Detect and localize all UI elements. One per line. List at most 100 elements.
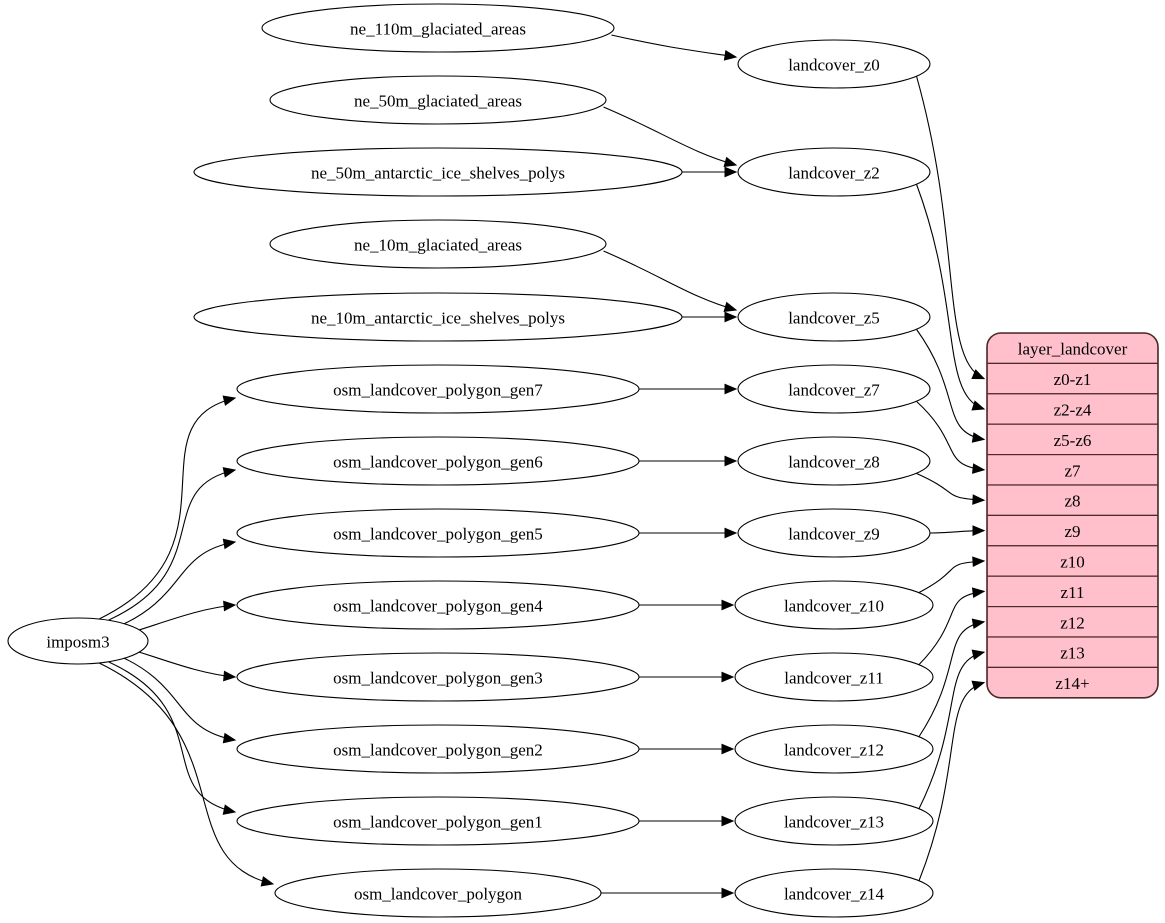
table-row-rect-z9[interactable] bbox=[987, 514, 1158, 547]
node-landcover_z10[interactable]: landcover_z10 bbox=[734, 580, 934, 630]
node-osm_landcover_polygon_gen6[interactable]: osm_landcover_polygon_gen6 bbox=[236, 436, 640, 486]
table-row-z11[interactable]: z11 bbox=[987, 575, 1158, 608]
node-ellipse-ne_10m_glaciated_areas[interactable] bbox=[269, 219, 607, 269]
node-ne_10m_glaciated_areas[interactable]: ne_10m_glaciated_areas bbox=[269, 219, 607, 269]
nodes-layer: imposm3 ne_110m_glaciated_areas ne_50m_gla… bbox=[7, 3, 934, 918]
table-row-rect-z14+[interactable] bbox=[987, 666, 1158, 698]
table-row-z5-z6[interactable]: z5-z6 bbox=[987, 423, 1158, 456]
table-header-cell[interactable]: layer_landcover bbox=[987, 333, 1158, 364]
node-landcover_z14[interactable]: landcover_z14 bbox=[734, 868, 934, 918]
table-row-label-z9: z9 bbox=[1064, 522, 1080, 541]
node-ellipse-landcover_z10[interactable] bbox=[734, 580, 934, 630]
node-osm_landcover_polygon_gen3[interactable]: osm_landcover_polygon_gen3 bbox=[236, 652, 640, 702]
node-ne_10m_antarctic_ice_shelves_polys[interactable]: ne_10m_antarctic_ice_shelves_polys bbox=[193, 292, 683, 342]
node-label-landcover_z14: landcover_z14 bbox=[784, 885, 885, 904]
node-label-osm_landcover_polygon_gen1: osm_landcover_polygon_gen1 bbox=[333, 813, 543, 832]
table-row-rect-z11[interactable] bbox=[987, 575, 1158, 608]
edge-arrowhead bbox=[971, 618, 986, 630]
node-ellipse-landcover_z9[interactable] bbox=[737, 508, 931, 558]
node-osm_landcover_polygon_gen7[interactable]: osm_landcover_polygon_gen7 bbox=[236, 364, 640, 414]
edge-arrowhead bbox=[724, 383, 738, 395]
node-landcover_z12[interactable]: landcover_z12 bbox=[734, 724, 934, 774]
node-osm_landcover_polygon_gen4[interactable]: osm_landcover_polygon_gen4 bbox=[236, 580, 640, 630]
node-label-landcover_z11: landcover_z11 bbox=[784, 669, 883, 688]
table-row-z2-z4[interactable]: z2-z4 bbox=[987, 393, 1158, 425]
node-label-osm_landcover_polygon: osm_landcover_polygon bbox=[354, 885, 523, 904]
node-ellipse-osm_landcover_polygon_gen3[interactable] bbox=[236, 652, 640, 702]
node-ellipse-osm_landcover_polygon[interactable] bbox=[274, 868, 602, 918]
node-ellipse-osm_landcover_polygon_gen2[interactable] bbox=[236, 724, 640, 774]
node-label-ne_10m_glaciated_areas: ne_10m_glaciated_areas bbox=[354, 236, 522, 255]
edge-arrowhead bbox=[222, 395, 237, 406]
node-ellipse-osm_landcover_polygon_gen7[interactable] bbox=[236, 364, 640, 414]
table-row-z10[interactable]: z10 bbox=[987, 545, 1158, 577]
node-ellipse-landcover_z13[interactable] bbox=[734, 796, 934, 846]
node-ne_50m_glaciated_areas[interactable]: ne_50m_glaciated_areas bbox=[269, 75, 607, 125]
node-ellipse-landcover_z8[interactable] bbox=[737, 436, 931, 486]
node-label-landcover_z12: landcover_z12 bbox=[784, 741, 884, 760]
edge-arrowhead bbox=[721, 599, 735, 611]
table-row-rect-z13[interactable] bbox=[987, 636, 1158, 668]
node-imposm3[interactable]: imposm3 bbox=[7, 617, 149, 665]
node-landcover_z9[interactable]: landcover_z9 bbox=[737, 508, 931, 558]
node-ellipse-ne_110m_glaciated_areas[interactable] bbox=[261, 3, 615, 53]
node-label-osm_landcover_polygon_gen7: osm_landcover_polygon_gen7 bbox=[333, 381, 543, 400]
node-ne_50m_antarctic_ice_shelves_polys[interactable]: ne_50m_antarctic_ice_shelves_polys bbox=[193, 147, 683, 197]
node-ellipse-landcover_z14[interactable] bbox=[734, 868, 934, 918]
node-ellipse-landcover_z0[interactable] bbox=[737, 39, 931, 89]
edge-arrowhead bbox=[724, 166, 738, 178]
edge-arrowhead bbox=[222, 804, 237, 815]
edge-arrowhead bbox=[971, 463, 986, 474]
node-osm_landcover_polygon_gen2[interactable]: osm_landcover_polygon_gen2 bbox=[236, 724, 640, 774]
node-ellipse-ne_10m_antarctic_ice_shelves_polys[interactable] bbox=[193, 292, 683, 342]
table-row-z0-z1[interactable]: z0-z1 bbox=[987, 362, 1158, 395]
table-row-z8[interactable]: z8 bbox=[987, 484, 1158, 516]
node-label-landcover_z10: landcover_z10 bbox=[784, 597, 884, 616]
edge-landcover_z12-to-table-z12 bbox=[918, 621, 985, 737]
node-landcover_z7[interactable]: landcover_z7 bbox=[737, 364, 931, 414]
edge-landcover_z11-to-table-z11 bbox=[918, 590, 985, 665]
table-row-label-z12: z12 bbox=[1060, 613, 1085, 632]
node-ellipse-landcover_z7[interactable] bbox=[737, 364, 931, 414]
table-row-z7[interactable]: z7 bbox=[987, 454, 1158, 486]
edge-ne_10m_glaciated_areas-to-landcover_z5 bbox=[603, 250, 737, 311]
table-outline bbox=[986, 332, 1159, 699]
edge-arrowhead bbox=[222, 538, 237, 550]
table-row-z13[interactable]: z13 bbox=[987, 636, 1158, 668]
table-row-z12[interactable]: z12 bbox=[987, 605, 1158, 638]
node-osm_landcover_polygon_gen5[interactable]: osm_landcover_polygon_gen5 bbox=[236, 508, 640, 558]
node-landcover_z5[interactable]: landcover_z5 bbox=[737, 292, 931, 342]
node-label-osm_landcover_polygon_gen3: osm_landcover_polygon_gen3 bbox=[333, 669, 543, 688]
node-ellipse-osm_landcover_polygon_gen4[interactable] bbox=[236, 580, 640, 630]
node-landcover_z13[interactable]: landcover_z13 bbox=[734, 796, 934, 846]
edge-imposm3-to-osm_landcover_polygon_gen1 bbox=[108, 661, 236, 813]
table-row-z14+[interactable]: z14+ bbox=[987, 666, 1158, 698]
node-ellipse-landcover_z5[interactable] bbox=[737, 292, 931, 342]
node-landcover_z2[interactable]: landcover_z2 bbox=[737, 147, 931, 197]
node-ellipse-osm_landcover_polygon_gen1[interactable] bbox=[236, 796, 640, 846]
node-landcover_z11[interactable]: landcover_z11 bbox=[734, 652, 934, 702]
table-row-rect-z7[interactable] bbox=[987, 454, 1158, 486]
node-ellipse-imposm3[interactable] bbox=[7, 617, 149, 665]
node-ellipse-ne_50m_glaciated_areas[interactable] bbox=[269, 75, 607, 125]
table-row-z9[interactable]: z9 bbox=[987, 514, 1158, 547]
node-ellipse-landcover_z11[interactable] bbox=[734, 652, 934, 702]
edge-arrowhead bbox=[723, 301, 738, 313]
node-ellipse-landcover_z12[interactable] bbox=[734, 724, 934, 774]
node-osm_landcover_polygon[interactable]: osm_landcover_polygon bbox=[274, 868, 602, 918]
node-landcover_z8[interactable]: landcover_z8 bbox=[737, 436, 931, 486]
edge-arrowhead bbox=[971, 649, 986, 660]
node-ellipse-ne_50m_antarctic_ice_shelves_polys[interactable] bbox=[193, 147, 683, 197]
edge-arrowhead bbox=[222, 732, 237, 744]
table-header-rect[interactable] bbox=[987, 333, 1158, 364]
node-label-landcover_z8: landcover_z8 bbox=[788, 453, 880, 472]
node-ne_110m_glaciated_areas[interactable]: ne_110m_glaciated_areas bbox=[261, 3, 615, 53]
node-ellipse-osm_landcover_polygon_gen6[interactable] bbox=[236, 436, 640, 486]
node-ellipse-landcover_z2[interactable] bbox=[737, 147, 931, 197]
node-landcover_z0[interactable]: landcover_z0 bbox=[737, 39, 931, 89]
node-label-landcover_z5: landcover_z5 bbox=[788, 309, 880, 328]
node-osm_landcover_polygon_gen1[interactable]: osm_landcover_polygon_gen1 bbox=[236, 796, 640, 846]
table-row-rect-z0-z1[interactable] bbox=[987, 362, 1158, 395]
node-ellipse-osm_landcover_polygon_gen5[interactable] bbox=[236, 508, 640, 558]
